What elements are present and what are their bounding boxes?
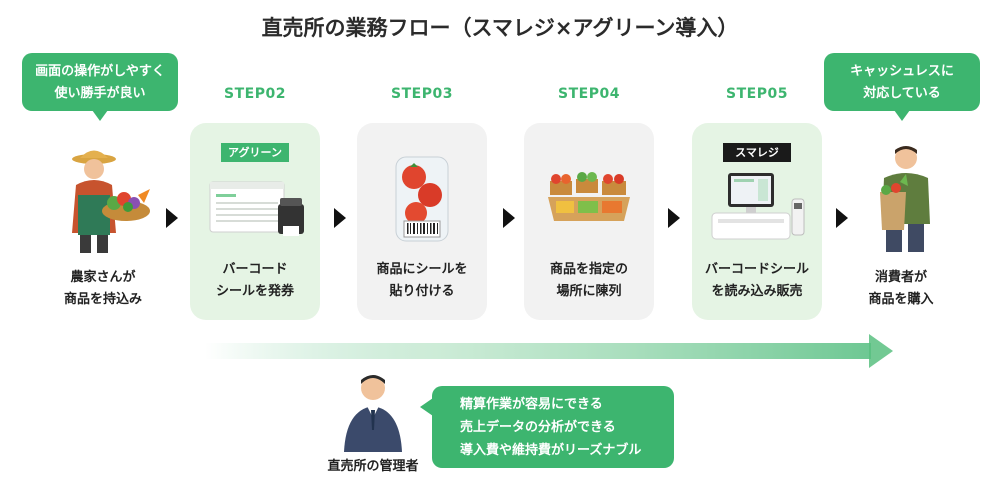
consumer-caption: 消費者が 商品を購入 bbox=[846, 267, 956, 311]
step-text-03: 商品にシールを 貼り付ける bbox=[357, 259, 487, 303]
pos-register-icon bbox=[711, 173, 805, 240]
manager-icon bbox=[344, 375, 402, 452]
chevron-right-icon bbox=[668, 208, 680, 228]
step-card-03: 商品にシールを 貼り付ける bbox=[357, 123, 487, 320]
step-tag-agreen: アグリーン bbox=[221, 143, 289, 162]
step-03-line1: 商品にシールを bbox=[376, 262, 468, 277]
step-02-line2: シールを発券 bbox=[215, 284, 294, 299]
consumer-bubble-line2: 対応している bbox=[863, 86, 941, 101]
step-04-line1: 商品を指定の bbox=[549, 262, 628, 277]
step-text-02: バーコード シールを発券 bbox=[190, 259, 320, 303]
farmer-caption-line2: 商品を持込み bbox=[63, 292, 142, 307]
benefit-item: 精算作業が容易にできる bbox=[460, 397, 603, 412]
step-03-line2: 貼り付ける bbox=[389, 284, 455, 299]
chevron-right-icon bbox=[503, 208, 515, 228]
step-text-05: バーコードシール を読み込み販売 bbox=[692, 259, 822, 303]
manager-benefits-bubble: 精算作業が容易にできる 売上データの分析ができる 導入費や維持費がリーズナブル bbox=[420, 386, 674, 468]
consumer-speech-bubble: キャッシュレスに 対応している bbox=[824, 53, 980, 121]
step-card-02: アグリーン バーコード シールを発券 bbox=[190, 123, 320, 320]
consumer-bubble-line1: キャッシュレスに bbox=[850, 64, 954, 79]
tomato-pack-icon bbox=[395, 156, 449, 242]
step-label-03: STEP03 bbox=[391, 86, 453, 102]
flow-arrow-icon bbox=[205, 334, 893, 368]
step-card-04: 商品を指定の 場所に陳列 bbox=[524, 123, 654, 320]
label-printer-icon bbox=[209, 181, 304, 236]
farmer-bubble-line1: 画面の操作がしやすく bbox=[35, 64, 165, 79]
step-05-line2: を読み込み販売 bbox=[711, 284, 803, 299]
step-label-02: STEP02 bbox=[224, 86, 286, 102]
step-04-line2: 場所に陳列 bbox=[556, 284, 622, 299]
step-05-line1: バーコードシール bbox=[704, 262, 809, 277]
step-02-line1: バーコード bbox=[222, 262, 288, 277]
consumer-icon bbox=[880, 146, 930, 252]
produce-crate-icon bbox=[548, 172, 630, 221]
chevron-right-icon bbox=[334, 208, 346, 228]
benefit-item: 導入費や維持費がリーズナブル bbox=[460, 443, 642, 458]
consumer-caption-line2: 商品を購入 bbox=[868, 292, 934, 307]
farmer-caption: 農家さんが 商品を持込み bbox=[48, 267, 158, 311]
farmer-bubble-line2: 使い勝手が良い bbox=[54, 86, 146, 101]
manager-caption: 直売所の管理者 bbox=[327, 459, 419, 474]
page-title: 直売所の業務フロー（スマレジ×アグリーン導入） bbox=[261, 16, 739, 40]
step-label-04: STEP04 bbox=[558, 86, 620, 102]
farmer-speech-bubble: 画面の操作がしやすく 使い勝手が良い bbox=[22, 53, 178, 121]
consumer-caption-line1: 消費者が bbox=[874, 270, 927, 285]
farmer-icon bbox=[72, 150, 150, 253]
chevron-right-icon bbox=[166, 208, 178, 228]
step-text-04: 商品を指定の 場所に陳列 bbox=[524, 259, 654, 303]
step-card-05: スマレジ バーコードシール を読み込み販売 bbox=[692, 123, 822, 320]
benefit-item: 売上データの分析ができる bbox=[460, 420, 616, 435]
farmer-caption-line1: 農家さんが bbox=[70, 270, 136, 285]
step-label-05: STEP05 bbox=[726, 86, 788, 102]
chevron-right-icon bbox=[836, 208, 848, 228]
step-tag-smaregi: スマレジ bbox=[723, 143, 791, 162]
